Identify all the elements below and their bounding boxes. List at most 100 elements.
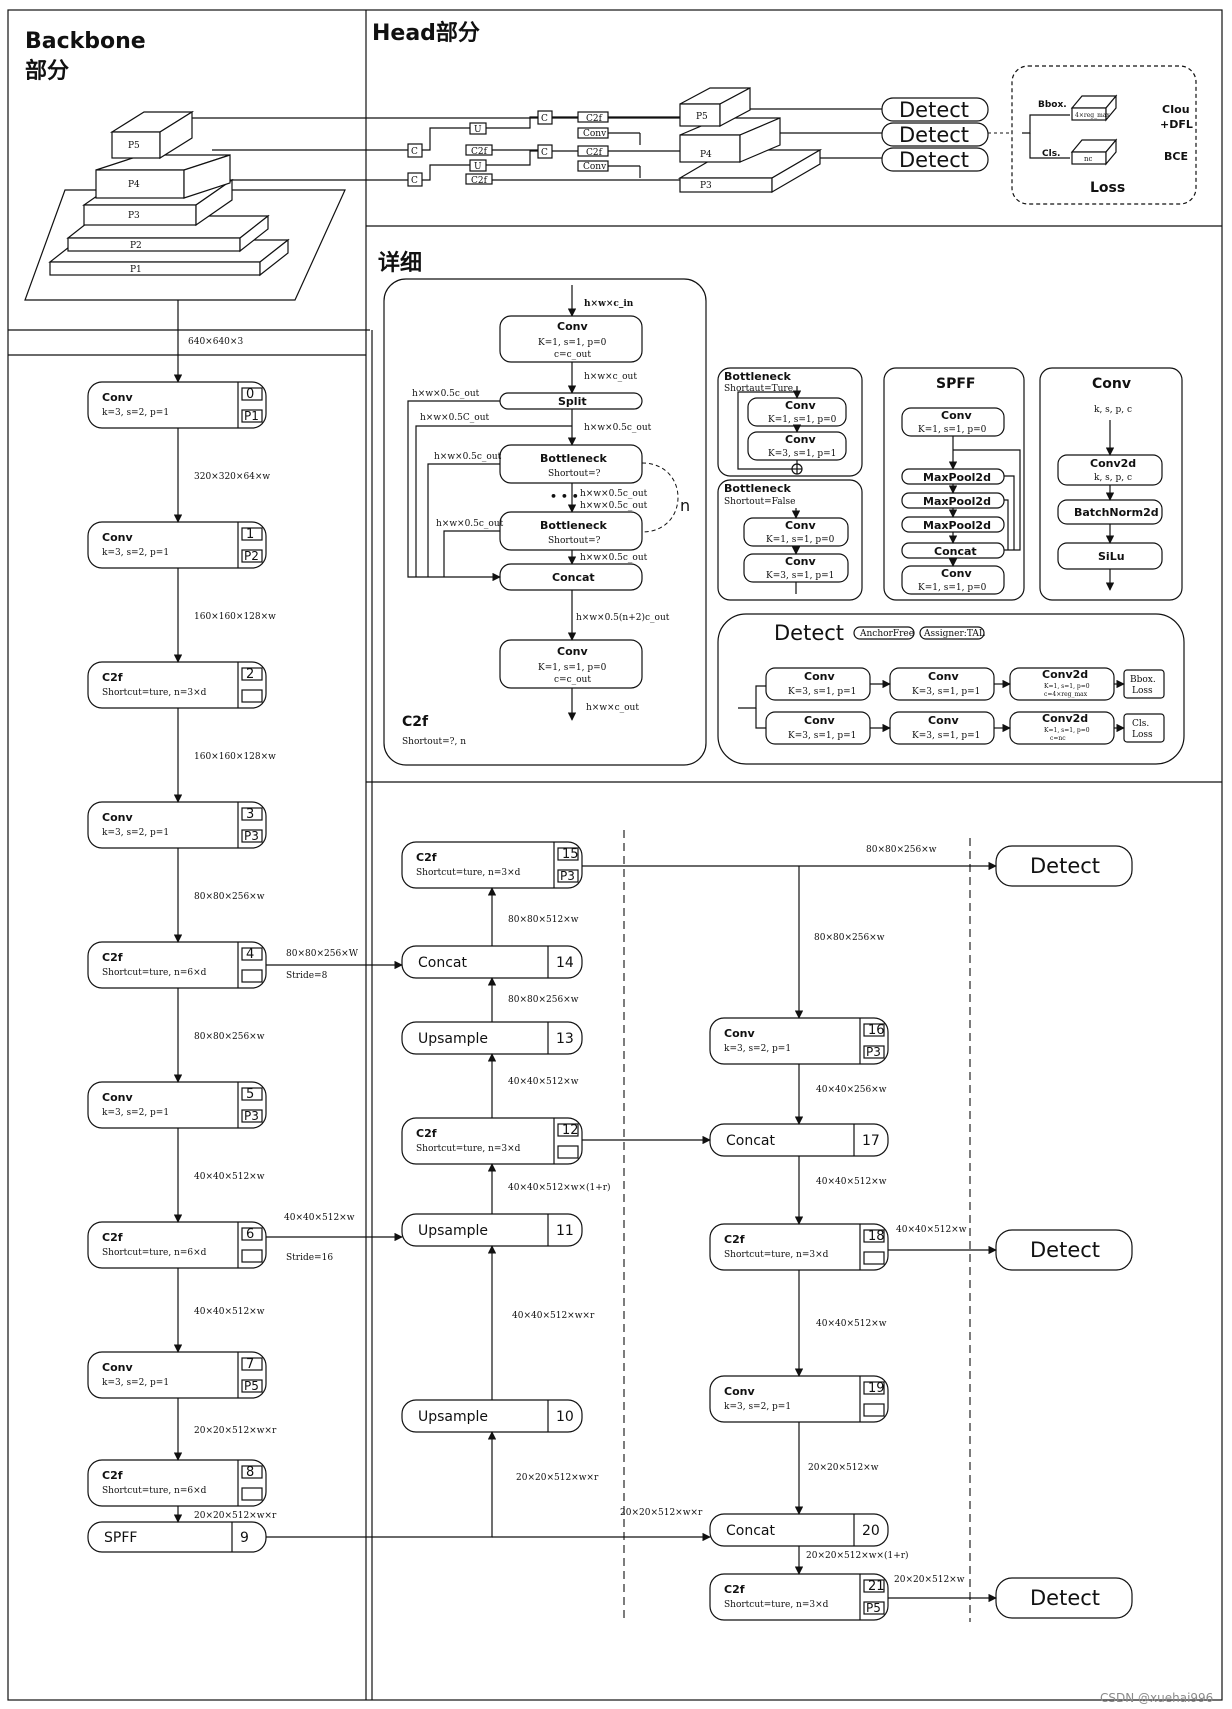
neck-block-21-name: C2f: [724, 1583, 745, 1596]
svg-text:Split: Split: [558, 395, 587, 408]
side-label-stride8: Stride=8: [286, 971, 328, 981]
backbone-block-0-index: 0: [246, 387, 254, 402]
neck-block-10-index: 10: [556, 1409, 574, 1425]
backbone-block-4-index: 4: [246, 947, 254, 962]
svg-text:K=1, s=1, p=0: K=1, s=1, p=0: [538, 338, 607, 348]
svg-text:U: U: [474, 162, 482, 172]
svg-text:h×w×0.5c_out: h×w×0.5c_out: [412, 389, 480, 399]
backbone-block-8-name: C2f: [102, 1469, 123, 1482]
svg-text:Detect: Detect: [774, 621, 844, 645]
backbone-block-7-params: k=3, s=2, p=1: [102, 1378, 169, 1388]
neck-label-13-14: 80×80×256×w: [508, 995, 579, 1005]
side-label-4: 80×80×256×W: [286, 949, 359, 959]
neck-block-17-index: 17: [862, 1133, 880, 1149]
backbone-block-2-index: 2: [246, 667, 254, 682]
svg-text:Conv: Conv: [785, 399, 816, 412]
svg-text:Shortout=?: Shortout=?: [548, 536, 601, 546]
backbone-block-0-params: k=3, s=2, p=1: [102, 408, 169, 418]
backbone-edge-label-2: 160×160×128×w: [194, 752, 276, 762]
svg-text:K=1, s=1, p=0: K=1, s=1, p=0: [1044, 727, 1090, 734]
svg-text:h×w×0.5c_out: h×w×0.5c_out: [580, 553, 648, 563]
svg-text:Conv: Conv: [804, 714, 835, 727]
neck-label-11-12: 40×40×512×w×(1+r): [508, 1182, 611, 1193]
neck-block-10-name: Upsample: [418, 1409, 488, 1425]
neck-label-9-20: 20×20×512×w×r: [620, 1508, 703, 1518]
neck-label-18-det: 40×40×512×w: [896, 1225, 967, 1235]
svg-text:AnchorFree: AnchorFree: [859, 629, 914, 639]
neck-block-10: Upsample 10: [401, 1399, 583, 1433]
svg-text:Conv: Conv: [928, 714, 959, 727]
loss-cls-label: Cls.: [1042, 149, 1060, 159]
neck-block-21-params: Shortcut=ture, n=3×d: [724, 1600, 829, 1610]
backbone-block-7-name: Conv: [102, 1361, 133, 1374]
backbone-block-2-params: Shortcut=ture, n=3×d: [102, 688, 207, 698]
svg-text:h×w×0.5(n+2)c_out: h×w×0.5(n+2)c_out: [576, 612, 670, 623]
backbone-block-0-level: P1: [244, 409, 259, 423]
svg-text:C: C: [411, 147, 418, 157]
neck-block-12-name: C2f: [416, 1127, 437, 1140]
neck-block-11-name: Upsample: [418, 1223, 488, 1239]
svg-text:Conv: Conv: [583, 162, 607, 172]
svg-text:Conv: Conv: [557, 645, 588, 658]
backbone-block-0-name: Conv: [102, 391, 133, 404]
svg-text:C2f: C2f: [471, 176, 488, 186]
svg-text:h×w×0.5c_out: h×w×0.5c_out: [436, 519, 504, 529]
detail-title: 详细: [378, 250, 422, 276]
backbone-block-1-params: k=3, s=2, p=1: [102, 548, 169, 558]
neck-block-17: Concat 17: [709, 1123, 889, 1157]
neck-detect-label-1: Detect: [1030, 854, 1100, 878]
neck-block-21-index: 21: [868, 1579, 885, 1594]
neck-block-17-name: Concat: [726, 1133, 775, 1149]
svg-text:MaxPool2d: MaxPool2d: [923, 519, 991, 532]
svg-text:4×reg_max: 4×reg_max: [1075, 112, 1110, 119]
backbone-block-7-level: P5: [244, 1379, 259, 1393]
backbone-edge-label-3: 80×80×256×w: [194, 892, 265, 902]
backbone-block-6-index: 6: [246, 1227, 254, 1242]
svg-text:K=3, s=1, p=1: K=3, s=1, p=1: [912, 731, 980, 741]
backbone-block-5-index: 5: [246, 1087, 254, 1102]
svg-text:Conv2d: Conv2d: [1042, 668, 1088, 681]
svg-text:c=c_out: c=c_out: [554, 350, 591, 360]
svg-text:C: C: [541, 114, 548, 124]
backbone-block-3-name: Conv: [102, 811, 133, 824]
svg-text:C2f: C2f: [586, 148, 603, 158]
backbone-block-5-name: Conv: [102, 1091, 133, 1104]
neck-block-18-params: Shortcut=ture, n=3×d: [724, 1250, 829, 1260]
svg-text:Conv: Conv: [557, 320, 588, 333]
svg-text:C2f: C2f: [586, 114, 603, 124]
neck-block-19-name: Conv: [724, 1385, 755, 1398]
neck-block-16-name: Conv: [724, 1027, 755, 1040]
svg-text:Assigner:TAL: Assigner:TAL: [923, 629, 985, 639]
svg-text:Bottleneck: Bottleneck: [724, 370, 792, 383]
svg-text:h×w×c_out: h×w×c_out: [584, 372, 637, 382]
svg-text:K=1, s=1, p=0: K=1, s=1, p=0: [918, 425, 987, 435]
backbone-pyramid: P1 P2 P3 P4 P5: [24, 110, 346, 301]
svg-text:Conv: Conv: [583, 129, 607, 139]
head-title: Head部分: [372, 20, 480, 46]
svg-text:SiLu: SiLu: [1098, 550, 1125, 563]
neck-block-18-index: 18: [868, 1229, 885, 1244]
spff-detail-panel: SPFF Conv K=1, s=1, p=0 MaxPool2d MaxPoo…: [883, 367, 1025, 601]
loss-ciou: CIou: [1162, 103, 1190, 116]
backbone-edge-label-0: 320×320×64×w: [194, 472, 270, 482]
neck-label-15-det: 80×80×256×w: [866, 845, 937, 855]
input-size-label: 640×640×3: [188, 337, 243, 347]
svg-text:Shortout=False: Shortout=False: [724, 497, 796, 507]
backbone-edge-label-6: 40×40×512×w: [194, 1307, 265, 1317]
neck-label-9-10: 20×20×512×w×r: [516, 1473, 599, 1483]
watermark: CSDN @xuehai996: [1100, 1691, 1213, 1705]
svg-text:c=4×reg_max: c=4×reg_max: [1044, 691, 1088, 698]
neck-block-12-index: 12: [562, 1123, 579, 1138]
neck-block-15-level: P3: [560, 869, 575, 883]
neck-block-16-index: 16: [868, 1023, 885, 1038]
svg-text:Conv: Conv: [785, 519, 816, 532]
svg-text:n: n: [680, 496, 690, 515]
svg-text:k, s, p, c: k, s, p, c: [1094, 473, 1132, 483]
